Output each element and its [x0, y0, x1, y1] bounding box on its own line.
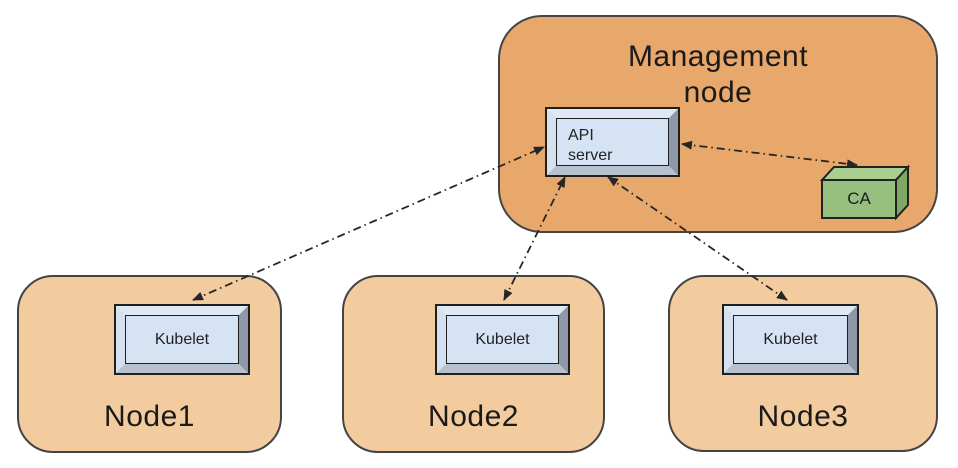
ca-label: CA [847, 189, 871, 208]
kubelet-panel: Kubelet [733, 315, 848, 364]
ca-top-face [819, 166, 911, 181]
node3-box: Kubelet Node3 [668, 275, 938, 452]
kubelet-label: Kubelet [763, 330, 818, 348]
kubelet-label: Kubelet [475, 330, 530, 348]
kubelet-bevel: Kubelet [116, 306, 248, 373]
kubelet-bevel: Kubelet [724, 306, 857, 373]
api-server-panel: API server [556, 118, 669, 166]
api-server-label: API server [568, 127, 613, 164]
node3-label: Node3 [757, 400, 849, 433]
kubelet-box-node1: Kubelet [114, 304, 250, 375]
ca-box: CA [819, 164, 914, 222]
management-node-title: Management node [627, 40, 809, 109]
node1-box: Kubelet Node1 [17, 275, 282, 453]
kubelet-box-node2: Kubelet [435, 304, 570, 375]
ca-3d-shape [819, 164, 911, 221]
api-server-bevel: API server [547, 109, 678, 175]
kubelet-panel: Kubelet [446, 315, 559, 364]
node2-label: Node2 [428, 400, 519, 433]
management-node-box: Management node API server CA [498, 15, 938, 233]
api-server-box: API server [545, 107, 680, 177]
node1-label: Node1 [104, 400, 195, 433]
kubelet-label: Kubelet [154, 330, 210, 348]
kubelet-bevel: Kubelet [437, 306, 568, 373]
kubelet-box-node3: Kubelet [722, 304, 859, 375]
ca-front-face [821, 179, 897, 219]
kubelet-panel: Kubelet [125, 315, 239, 364]
node2-box: Kubelet Node2 [342, 275, 605, 453]
